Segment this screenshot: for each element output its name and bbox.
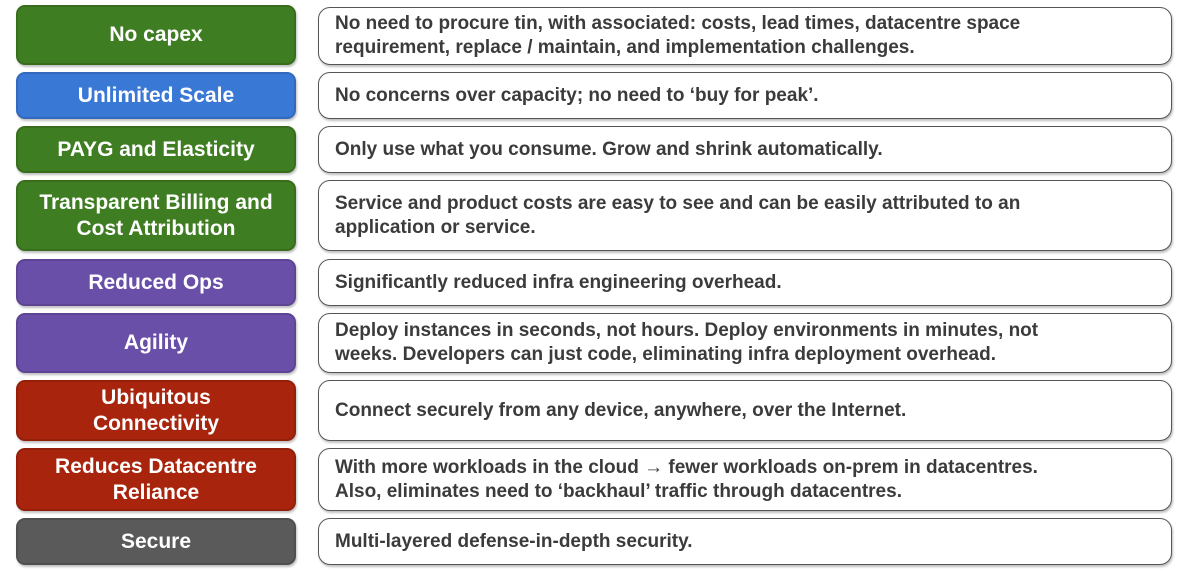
benefit-row: Reduces Datacentre Reliance With more wo… xyxy=(0,448,1185,511)
benefit-label: Ubiquitous Connectivity xyxy=(16,380,296,441)
benefit-description: No need to procure tin, with associated:… xyxy=(318,7,1172,65)
benefit-row: PAYG and Elasticity Only use what you co… xyxy=(0,126,1185,173)
benefit-description: Multi-layered defense-in-depth security. xyxy=(318,518,1172,565)
benefit-row: No capex No need to procure tin, with as… xyxy=(0,5,1185,65)
benefit-row: Secure Multi-layered defense-in-depth se… xyxy=(0,518,1185,565)
benefit-description: Only use what you consume. Grow and shri… xyxy=(318,126,1172,173)
benefit-description: Service and product costs are easy to se… xyxy=(318,180,1172,251)
benefit-row: Transparent Billing and Cost Attribution… xyxy=(0,180,1185,251)
benefit-label: Secure xyxy=(16,518,296,565)
benefit-row: Unlimited Scale No concerns over capacit… xyxy=(0,72,1185,119)
benefit-row: Ubiquitous Connectivity Connect securely… xyxy=(0,380,1185,441)
benefit-label: Transparent Billing and Cost Attribution xyxy=(16,180,296,251)
benefit-label: PAYG and Elasticity xyxy=(16,126,296,173)
benefit-description: Deploy instances in seconds, not hours. … xyxy=(318,313,1172,373)
benefit-row: Reduced Ops Significantly reduced infra … xyxy=(0,259,1185,306)
benefit-label: No capex xyxy=(16,5,296,65)
benefit-description: No concerns over capacity; no need to ‘b… xyxy=(318,72,1172,119)
benefit-row: Agility Deploy instances in seconds, not… xyxy=(0,313,1185,373)
benefit-label: Reduced Ops xyxy=(16,259,296,306)
benefit-description: Significantly reduced infra engineering … xyxy=(318,259,1172,306)
benefit-label: Unlimited Scale xyxy=(16,72,296,119)
benefit-description: Connect securely from any device, anywhe… xyxy=(318,380,1172,441)
benefit-label: Agility xyxy=(16,313,296,373)
benefit-description: With more workloads in the cloud → fewer… xyxy=(318,448,1172,511)
benefit-label: Reduces Datacentre Reliance xyxy=(16,448,296,511)
